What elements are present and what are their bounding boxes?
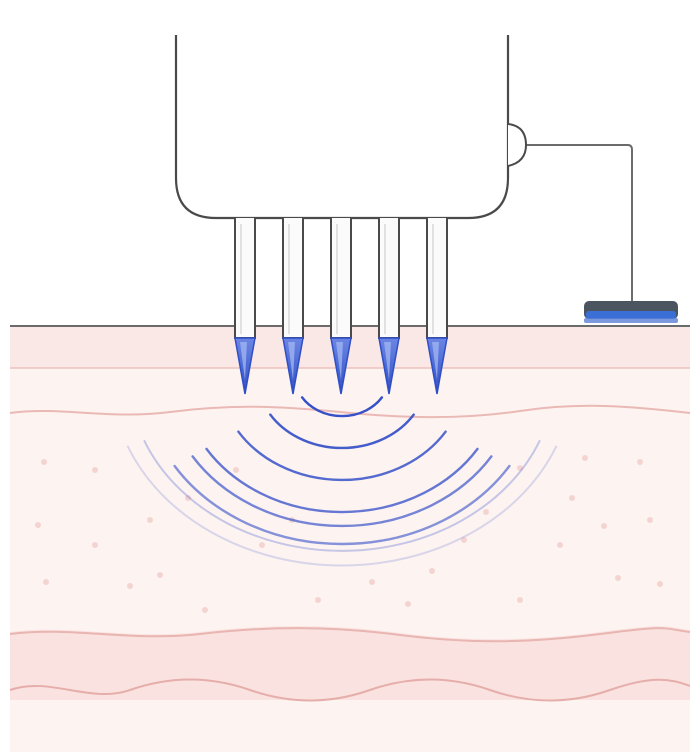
dermis-dot bbox=[315, 597, 321, 603]
dermis-dot bbox=[233, 467, 239, 473]
fat-wavy-line-lower bbox=[9, 678, 690, 702]
dermis-dots bbox=[35, 455, 663, 613]
dermis-wavy-line bbox=[9, 404, 690, 419]
dermis-dot bbox=[647, 517, 653, 523]
dermis-dot bbox=[185, 495, 191, 501]
dermis-dot bbox=[517, 465, 523, 471]
dermis-dot bbox=[157, 572, 163, 578]
dermis-dot bbox=[369, 579, 375, 585]
wave-ring bbox=[191, 455, 493, 528]
wave-ring bbox=[205, 447, 479, 514]
needle bbox=[282, 218, 304, 395]
dermis-dot bbox=[483, 509, 489, 515]
needle bbox=[378, 218, 400, 395]
wave-ring bbox=[269, 413, 415, 450]
wave-ring-faint bbox=[143, 439, 541, 552]
dermis-dot bbox=[569, 495, 575, 501]
radiofrequency-waves bbox=[126, 396, 558, 567]
dermis-dot bbox=[615, 575, 621, 581]
wave-ring bbox=[237, 430, 447, 482]
dermis-dot bbox=[92, 467, 98, 473]
dermis-dot bbox=[43, 579, 49, 585]
dermis-dot bbox=[461, 537, 467, 543]
dermis-dot bbox=[92, 542, 98, 548]
handpiece bbox=[174, 35, 528, 220]
wave-ring bbox=[300, 396, 384, 418]
connection-wire bbox=[522, 144, 633, 302]
dermis-dot bbox=[582, 455, 588, 461]
wave-ring-faint bbox=[126, 445, 558, 567]
skin-cross-section bbox=[9, 325, 690, 752]
wave-ring bbox=[173, 464, 511, 546]
needle bbox=[330, 218, 352, 395]
needle bbox=[426, 218, 448, 395]
dermis-dot bbox=[259, 542, 265, 548]
dermis-dot bbox=[127, 583, 133, 589]
handpiece-body bbox=[174, 35, 510, 220]
fat-band-top bbox=[10, 626, 690, 700]
dermis-dot bbox=[202, 607, 208, 613]
dermis-dot bbox=[601, 523, 607, 529]
dermis-dot bbox=[35, 522, 41, 528]
dermis-dot bbox=[41, 459, 47, 465]
dermis-dot bbox=[637, 459, 643, 465]
dermis-dot bbox=[147, 517, 153, 523]
microneedle-array bbox=[234, 218, 448, 395]
dermis-dot bbox=[657, 581, 663, 587]
dermis-dot bbox=[517, 597, 523, 603]
cable-connector-port bbox=[507, 123, 528, 167]
return-pad-electrode bbox=[584, 301, 678, 323]
dermis-dot bbox=[557, 542, 563, 548]
dermis-dot bbox=[405, 601, 411, 607]
needle bbox=[234, 218, 256, 395]
fat-wavy-line-upper bbox=[9, 627, 690, 643]
dermis-dot bbox=[429, 568, 435, 574]
